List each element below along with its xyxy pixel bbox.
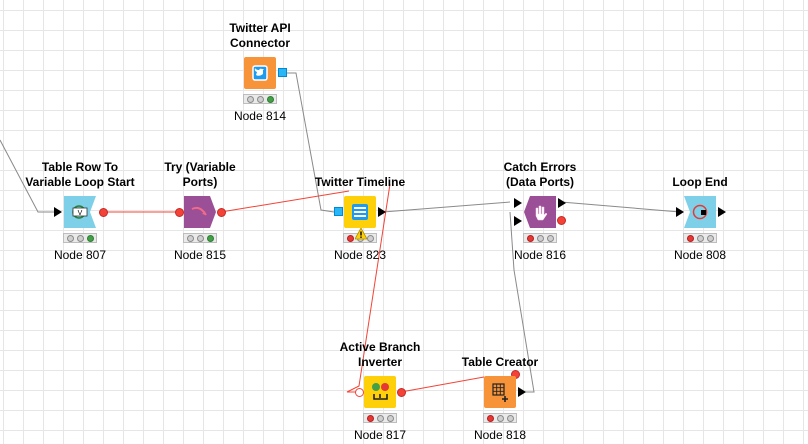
node-title: Table Creator — [461, 355, 539, 369]
node-title: Loop End — [672, 175, 728, 189]
input-port[interactable] — [676, 207, 684, 217]
node-label[interactable]: Node 814 — [233, 109, 287, 123]
status-traffic-light — [483, 413, 517, 423]
status-dot — [366, 234, 374, 242]
node-table-row-to-variable-loop-start[interactable]: Table Row To Variable Loop Start V Node … — [25, 160, 134, 262]
status-traffic-light — [183, 233, 217, 243]
node-title: Twitter API Connector — [229, 21, 291, 50]
connection-816-to-808[interactable] — [560, 201, 681, 213]
warning-icon[interactable] — [355, 228, 367, 240]
status-dot — [686, 234, 694, 242]
input-port[interactable] — [334, 207, 343, 216]
connection-offscreen-to-807[interactable] — [0, 139, 54, 213]
catch-hand-icon — [524, 196, 556, 228]
node-title: Catch Errors (Data Ports) — [503, 160, 577, 189]
connection-818-to-816[interactable] — [509, 211, 535, 393]
status-dot — [536, 234, 544, 242]
node-loop-end[interactable]: Loop End Node 808 — [672, 175, 727, 262]
status-dot — [496, 414, 504, 422]
node-title: Table Row To Variable Loop Start — [25, 160, 135, 189]
status-traffic-light — [523, 233, 557, 243]
node-title: Active Branch Inverter — [339, 340, 421, 369]
status-dot — [386, 414, 394, 422]
status-dot — [206, 234, 214, 242]
status-dot — [186, 234, 194, 242]
status-dot — [366, 414, 374, 422]
node-table-creator[interactable]: Table Creator Node 818 — [462, 355, 538, 442]
node-label[interactable]: Node 808 — [673, 248, 727, 262]
data-input-port-2[interactable] — [514, 216, 522, 226]
status-dot — [86, 234, 94, 242]
branch-inverter-icon — [364, 376, 396, 408]
status-dot — [346, 234, 354, 242]
status-dot — [256, 95, 264, 103]
connection-815-to-823[interactable] — [220, 190, 350, 213]
output-port[interactable] — [718, 207, 726, 217]
status-dot — [696, 234, 704, 242]
variable-output-port[interactable] — [99, 208, 108, 217]
data-input-port-1[interactable] — [514, 198, 522, 208]
status-dot — [246, 95, 254, 103]
status-dot — [546, 234, 554, 242]
connection-823-to-816[interactable] — [382, 201, 511, 213]
variable-output-port[interactable] — [557, 216, 566, 225]
status-traffic-light — [243, 94, 277, 104]
variable-loop-start-icon: V — [64, 196, 96, 228]
loop-end-icon — [684, 196, 716, 228]
timeline-list-icon — [344, 196, 376, 228]
status-dot — [66, 234, 74, 242]
status-dot — [486, 414, 494, 422]
node-twitter-timeline[interactable]: Twitter Timeline Node 823 — [315, 175, 405, 262]
connection-817-to-818[interactable] — [400, 376, 485, 393]
node-body[interactable] — [184, 196, 216, 228]
node-label[interactable]: Node 818 — [473, 428, 527, 442]
node-body[interactable]: V — [64, 196, 96, 228]
variable-output-port[interactable] — [217, 208, 226, 217]
node-label[interactable]: Node 816 — [513, 248, 567, 262]
twitter-bird-icon — [244, 57, 276, 89]
node-body[interactable] — [524, 196, 556, 228]
status-traffic-light — [683, 233, 717, 243]
node-active-branch-inverter[interactable]: Active Branch Inverter Node 817 — [340, 340, 421, 442]
output-port[interactable] — [378, 207, 386, 217]
output-port[interactable] — [278, 68, 287, 77]
node-body[interactable] — [364, 376, 396, 408]
node-label[interactable]: Node 817 — [353, 428, 407, 442]
node-body[interactable] — [244, 57, 276, 89]
output-port[interactable] — [518, 387, 526, 397]
status-dot — [76, 234, 84, 242]
node-label[interactable]: Node 815 — [173, 248, 227, 262]
connection-814-to-823[interactable] — [287, 72, 335, 213]
node-body[interactable] — [344, 196, 376, 228]
status-dot — [196, 234, 204, 242]
status-dot — [706, 234, 714, 242]
connection-823-to-817[interactable] — [346, 183, 391, 393]
table-creator-icon — [484, 376, 516, 408]
node-label[interactable]: Node 807 — [53, 248, 107, 262]
node-catch-errors-data-ports[interactable]: Catch Errors (Data Ports) Node 816 — [504, 160, 577, 262]
node-title: Try (Variable Ports) — [164, 160, 236, 189]
node-label[interactable]: Node 823 — [333, 248, 387, 262]
status-dot — [376, 414, 384, 422]
input-port[interactable] — [54, 207, 62, 217]
status-dot — [526, 234, 534, 242]
variable-input-port[interactable] — [175, 208, 184, 217]
status-traffic-light — [63, 233, 97, 243]
node-twitter-api-connector[interactable]: Twitter API Connector Node 814 — [229, 21, 290, 123]
status-traffic-light — [363, 413, 397, 423]
status-dot — [506, 414, 514, 422]
try-icon — [184, 196, 216, 228]
status-dot — [266, 95, 274, 103]
node-body[interactable] — [684, 196, 716, 228]
node-title: Twitter Timeline — [314, 175, 406, 189]
node-body[interactable] — [484, 376, 516, 408]
data-output-port[interactable] — [558, 198, 566, 208]
node-try-variable-ports[interactable]: Try (Variable Ports) Node 815 — [164, 160, 235, 262]
svg-text:V: V — [78, 210, 83, 217]
variable-input-port[interactable] — [355, 388, 364, 397]
variable-output-port[interactable] — [397, 388, 406, 397]
